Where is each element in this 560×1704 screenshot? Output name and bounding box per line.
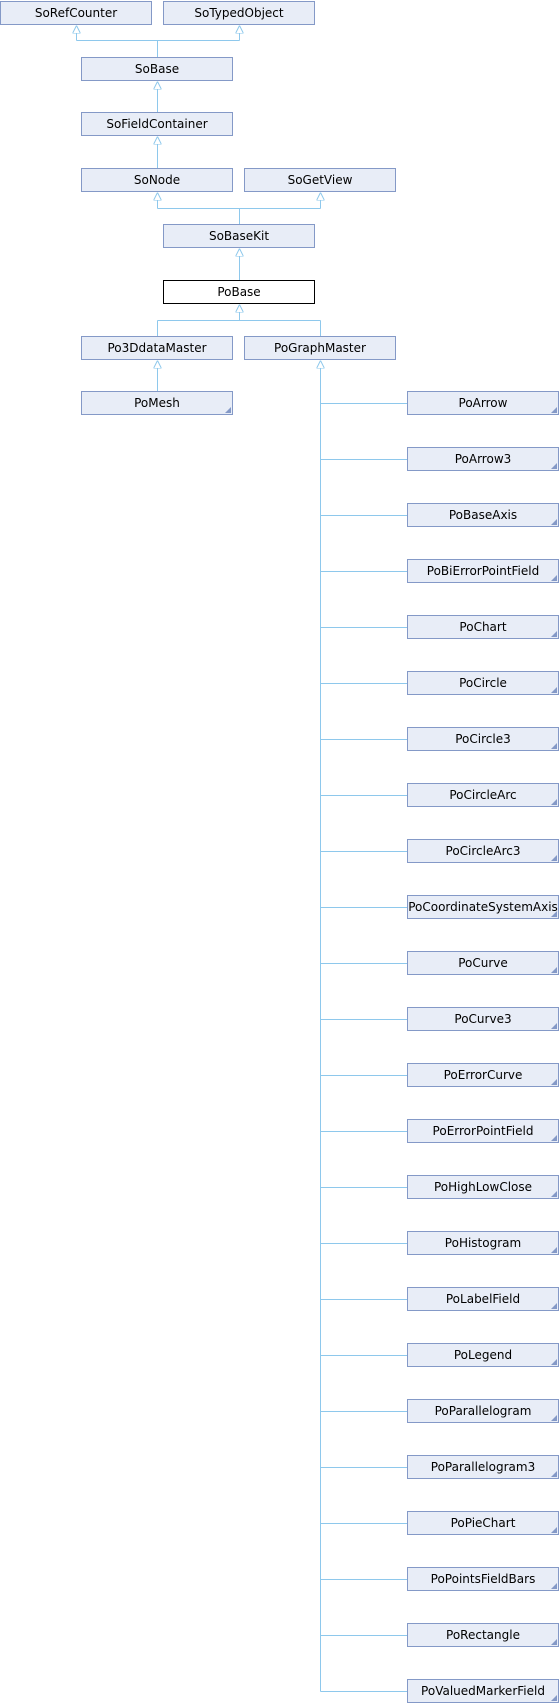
node-po-bi-error-point-field[interactable]: PoBiErrorPointField <box>407 559 559 583</box>
node-po-valued-marker-field[interactable]: PoValuedMarkerField <box>407 1679 559 1703</box>
node-po-label-field[interactable]: PoLabelField <box>407 1287 559 1311</box>
node-so-get-view[interactable]: SoGetView <box>244 168 396 192</box>
node-po-chart[interactable]: PoChart <box>407 615 559 639</box>
node-po-arrow[interactable]: PoArrow <box>407 391 559 415</box>
node-po-base-axis[interactable]: PoBaseAxis <box>407 503 559 527</box>
node-po-error-point-field[interactable]: PoErrorPointField <box>407 1119 559 1143</box>
node-po-legend[interactable]: PoLegend <box>407 1343 559 1367</box>
node-po-points-field-bars[interactable]: PoPointsFieldBars <box>407 1567 559 1591</box>
node-po-mesh[interactable]: PoMesh <box>81 391 233 415</box>
node-po-graph-master[interactable]: PoGraphMaster <box>244 336 396 360</box>
node-so-ref-counter[interactable]: SoRefCounter <box>0 1 152 25</box>
node-po-parallelogram[interactable]: PoParallelogram <box>407 1399 559 1423</box>
node-so-field-container[interactable]: SoFieldContainer <box>81 112 233 136</box>
node-so-base[interactable]: SoBase <box>81 57 233 81</box>
node-po-circle3[interactable]: PoCircle3 <box>407 727 559 751</box>
node-so-typed-object[interactable]: SoTypedObject <box>163 1 315 25</box>
node-po-curve3[interactable]: PoCurve3 <box>407 1007 559 1031</box>
node-po-base-current: PoBase <box>163 280 315 304</box>
node-po-circle-arc3[interactable]: PoCircleArc3 <box>407 839 559 863</box>
node-po-circle-arc[interactable]: PoCircleArc <box>407 783 559 807</box>
node-po-arrow3[interactable]: PoArrow3 <box>407 447 559 471</box>
node-po-parallelogram3[interactable]: PoParallelogram3 <box>407 1455 559 1479</box>
node-po-error-curve[interactable]: PoErrorCurve <box>407 1063 559 1087</box>
node-po-coordinate-system-axis[interactable]: PoCoordinateSystemAxis <box>407 895 559 919</box>
node-po-rectangle[interactable]: PoRectangle <box>407 1623 559 1647</box>
node-po-3d-data-master[interactable]: Po3DdataMaster <box>81 336 233 360</box>
node-po-histogram[interactable]: PoHistogram <box>407 1231 559 1255</box>
node-po-curve[interactable]: PoCurve <box>407 951 559 975</box>
node-po-pie-chart[interactable]: PoPieChart <box>407 1511 559 1535</box>
node-so-node[interactable]: SoNode <box>81 168 233 192</box>
node-po-high-low-close[interactable]: PoHighLowClose <box>407 1175 559 1199</box>
node-po-circle[interactable]: PoCircle <box>407 671 559 695</box>
node-so-base-kit[interactable]: SoBaseKit <box>163 224 315 248</box>
